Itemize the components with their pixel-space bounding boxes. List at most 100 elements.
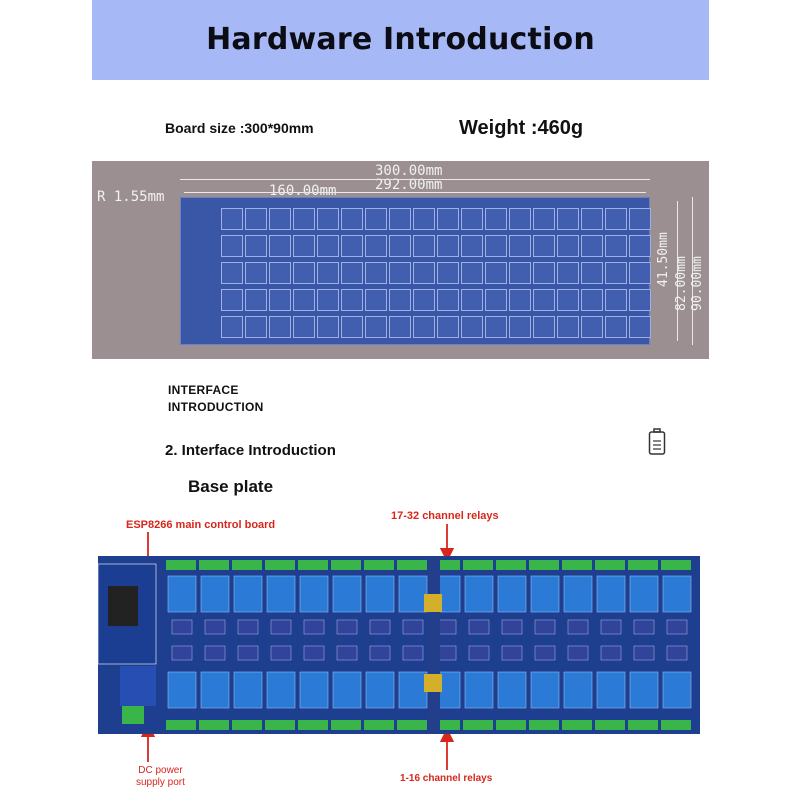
relay-top [629,575,659,613]
driver-row-1 [270,619,292,635]
cad-component [269,289,291,311]
cad-component [341,289,363,311]
relay-bottom [497,671,527,709]
center-component-bottom [424,674,442,692]
cad-component [317,262,339,284]
relay-bottom [464,671,494,709]
cad-component [413,208,435,230]
cad-component [485,235,507,257]
cad-component [317,208,339,230]
cad-component [221,235,243,257]
top-relays-label: 17-32 channel relays [391,510,499,522]
driver-row-1 [468,619,490,635]
cad-component [605,208,627,230]
interface-heading-line1: INTERFACE [168,383,239,397]
cad-component [509,235,531,257]
driver-row-2 [567,645,589,661]
driver-row-1 [237,619,259,635]
cad-component [509,316,531,338]
cad-component [485,208,507,230]
cad-component [629,208,651,230]
cad-component [389,235,411,257]
driver-row-1 [567,619,589,635]
terminal-block-bottom [364,720,394,730]
cad-component [629,289,651,311]
driver-row-2 [633,645,655,661]
terminal-block-bottom [298,720,328,730]
cad-component [413,316,435,338]
cad-drawing: R 1.55mm 300.00mm 292.00mm 160.00mm 41.5… [92,161,709,359]
terminal-block-top [166,560,196,570]
cad-board-outline [180,197,651,345]
cad-component [557,289,579,311]
page-title: Hardware Introduction [206,22,595,57]
cad-component [341,235,363,257]
cad-component [485,262,507,284]
dim-half-label: 160.00mm [269,183,337,199]
relay-bottom [233,671,263,709]
cad-component [461,208,483,230]
relay-board-photo [98,556,700,734]
cad-component [437,262,459,284]
cad-component [269,316,291,338]
cad-component [605,262,627,284]
terminal-block-bottom [529,720,559,730]
terminal-block-top [595,560,625,570]
driver-row-1 [303,619,325,635]
terminal-block-bottom [496,720,526,730]
cad-component [245,208,267,230]
terminal-block-top [265,560,295,570]
bottom-relays-label: 1-16 channel relays [400,773,493,784]
relay-top [497,575,527,613]
cad-component [581,289,603,311]
dc-label: DC power supply port [136,765,185,789]
terminal-block-top [298,560,328,570]
relay-top [662,575,692,613]
cad-component [461,235,483,257]
cad-component [581,235,603,257]
cad-component [557,262,579,284]
esp-label: ESP8266 main control board [126,519,276,531]
terminal-block-bottom [331,720,361,730]
relay-bottom [596,671,626,709]
cad-component [413,235,435,257]
terminal-block-top [397,560,427,570]
cad-component [605,289,627,311]
header-banner: Hardware Introduction [92,0,709,80]
cad-component [533,235,555,257]
terminal-block-top [463,560,493,570]
cad-component [629,316,651,338]
dim-h2-label: 82.00mm [674,256,689,311]
driver-row-2 [501,645,523,661]
relay-top [332,575,362,613]
cad-component [437,208,459,230]
relay-bottom [332,671,362,709]
terminal-block-top [430,560,460,570]
terminal-block-top [496,560,526,570]
dim-h1-label: 41.50mm [656,232,671,287]
cad-component [629,262,651,284]
cad-component [341,316,363,338]
base-plate-title: Base plate [188,477,274,496]
relay-top [266,575,296,613]
relay-bottom [200,671,230,709]
cad-component [413,262,435,284]
relay-bottom [299,671,329,709]
section-title: 2. Interface Introduction [165,442,336,459]
dim-line-right [692,197,693,345]
cad-component [317,316,339,338]
cad-component [317,235,339,257]
cad-component [581,262,603,284]
cad-component [461,316,483,338]
cad-component [221,289,243,311]
driver-row-2 [600,645,622,661]
cad-component [581,208,603,230]
driver-row-1 [204,619,226,635]
terminal-block-bottom [628,720,658,730]
terminal-block-bottom [595,720,625,730]
terminal-block-bottom [199,720,229,730]
terminal-block-bottom [265,720,295,730]
relay-top [530,575,560,613]
cad-component [269,262,291,284]
cad-component [293,289,315,311]
